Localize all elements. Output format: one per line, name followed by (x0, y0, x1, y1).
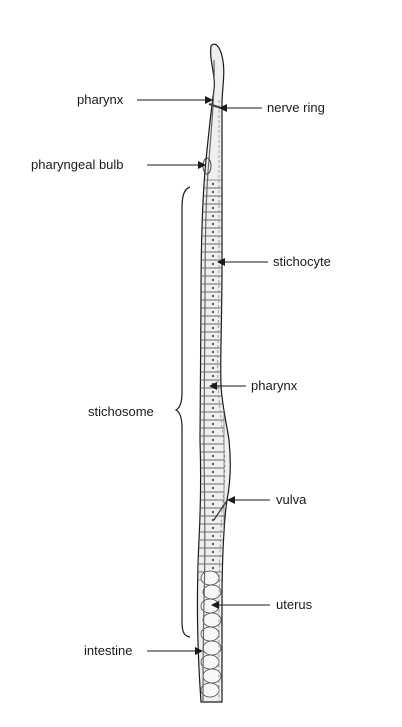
egg (202, 612, 222, 628)
cell-nucleus (211, 190, 215, 194)
egg (202, 640, 222, 656)
cell-nucleus (211, 390, 215, 394)
cell-nucleus (211, 198, 215, 202)
cell-nucleus (211, 302, 215, 306)
label-stichocyte: stichocyte (273, 254, 331, 269)
label-intestine: intestine (84, 643, 132, 658)
cell-nucleus (211, 182, 215, 186)
cell-nucleus (211, 542, 215, 546)
cell-nucleus (211, 478, 215, 482)
stichosome-brace (174, 186, 191, 638)
egg (202, 668, 222, 684)
pharynx-tube (202, 59, 215, 703)
cell-nucleus (211, 294, 215, 298)
worm-body (196, 43, 231, 703)
cell-nucleus (211, 382, 215, 386)
cell-nucleus (211, 366, 215, 370)
cell-nucleus (211, 214, 215, 218)
cell-nucleus (211, 246, 215, 250)
cell-nucleus (211, 502, 215, 506)
cell-nucleus (211, 222, 215, 226)
cell-nucleus (211, 286, 215, 290)
cell-nucleus (211, 318, 215, 322)
label-pharyngeal-bulb: pharyngeal bulb (31, 157, 124, 172)
cell-nucleus (211, 550, 215, 554)
cell-nucleus (211, 422, 215, 426)
cell-nucleus (211, 334, 215, 338)
cell-nucleus (211, 310, 215, 314)
label-vulva: vulva (276, 492, 307, 507)
cell-nucleus (211, 262, 215, 266)
label-stichosome: stichosome (88, 404, 154, 419)
cell-nucleus (211, 566, 215, 570)
vulva-opening (213, 498, 229, 521)
cell-nucleus (211, 270, 215, 274)
egg (202, 584, 222, 600)
egg (200, 570, 220, 586)
cell-nucleus (211, 238, 215, 242)
cell-nucleus (211, 230, 215, 234)
label-pharynx-top: pharynx (77, 92, 124, 107)
cell-nucleus (211, 278, 215, 282)
cell-nucleus (211, 518, 215, 522)
cell-nucleus (211, 446, 215, 450)
cell-nucleus (211, 438, 215, 442)
label-nerve-ring: nerve ring (267, 100, 325, 115)
cell-nucleus (211, 350, 215, 354)
cell-nucleus (211, 406, 215, 410)
cell-nucleus (211, 430, 215, 434)
cell-nucleus (211, 470, 215, 474)
cell-nucleus (211, 358, 215, 362)
cell-nucleus (211, 494, 215, 498)
cell-nucleus (211, 342, 215, 346)
cell-nucleus (211, 534, 215, 538)
cell-nucleus (211, 454, 215, 458)
cell-nucleus (211, 462, 215, 466)
label-uterus: uterus (276, 597, 313, 612)
leader-arrows (137, 96, 270, 655)
cell-nucleus (211, 326, 215, 330)
cell-nucleus (211, 254, 215, 258)
cell-nucleus (211, 558, 215, 562)
uterus-eggs (200, 570, 222, 698)
egg (200, 682, 220, 698)
cell-nucleus (211, 486, 215, 490)
body-inner-line (217, 99, 226, 702)
cell-nucleus (211, 510, 215, 514)
label-pharynx-mid: pharynx (251, 378, 298, 393)
cell-nucleus (211, 374, 215, 378)
cell-nucleus (211, 398, 215, 402)
cell-nucleus (211, 414, 215, 418)
cell-nucleus (211, 206, 215, 210)
cell-nucleus (211, 526, 215, 530)
